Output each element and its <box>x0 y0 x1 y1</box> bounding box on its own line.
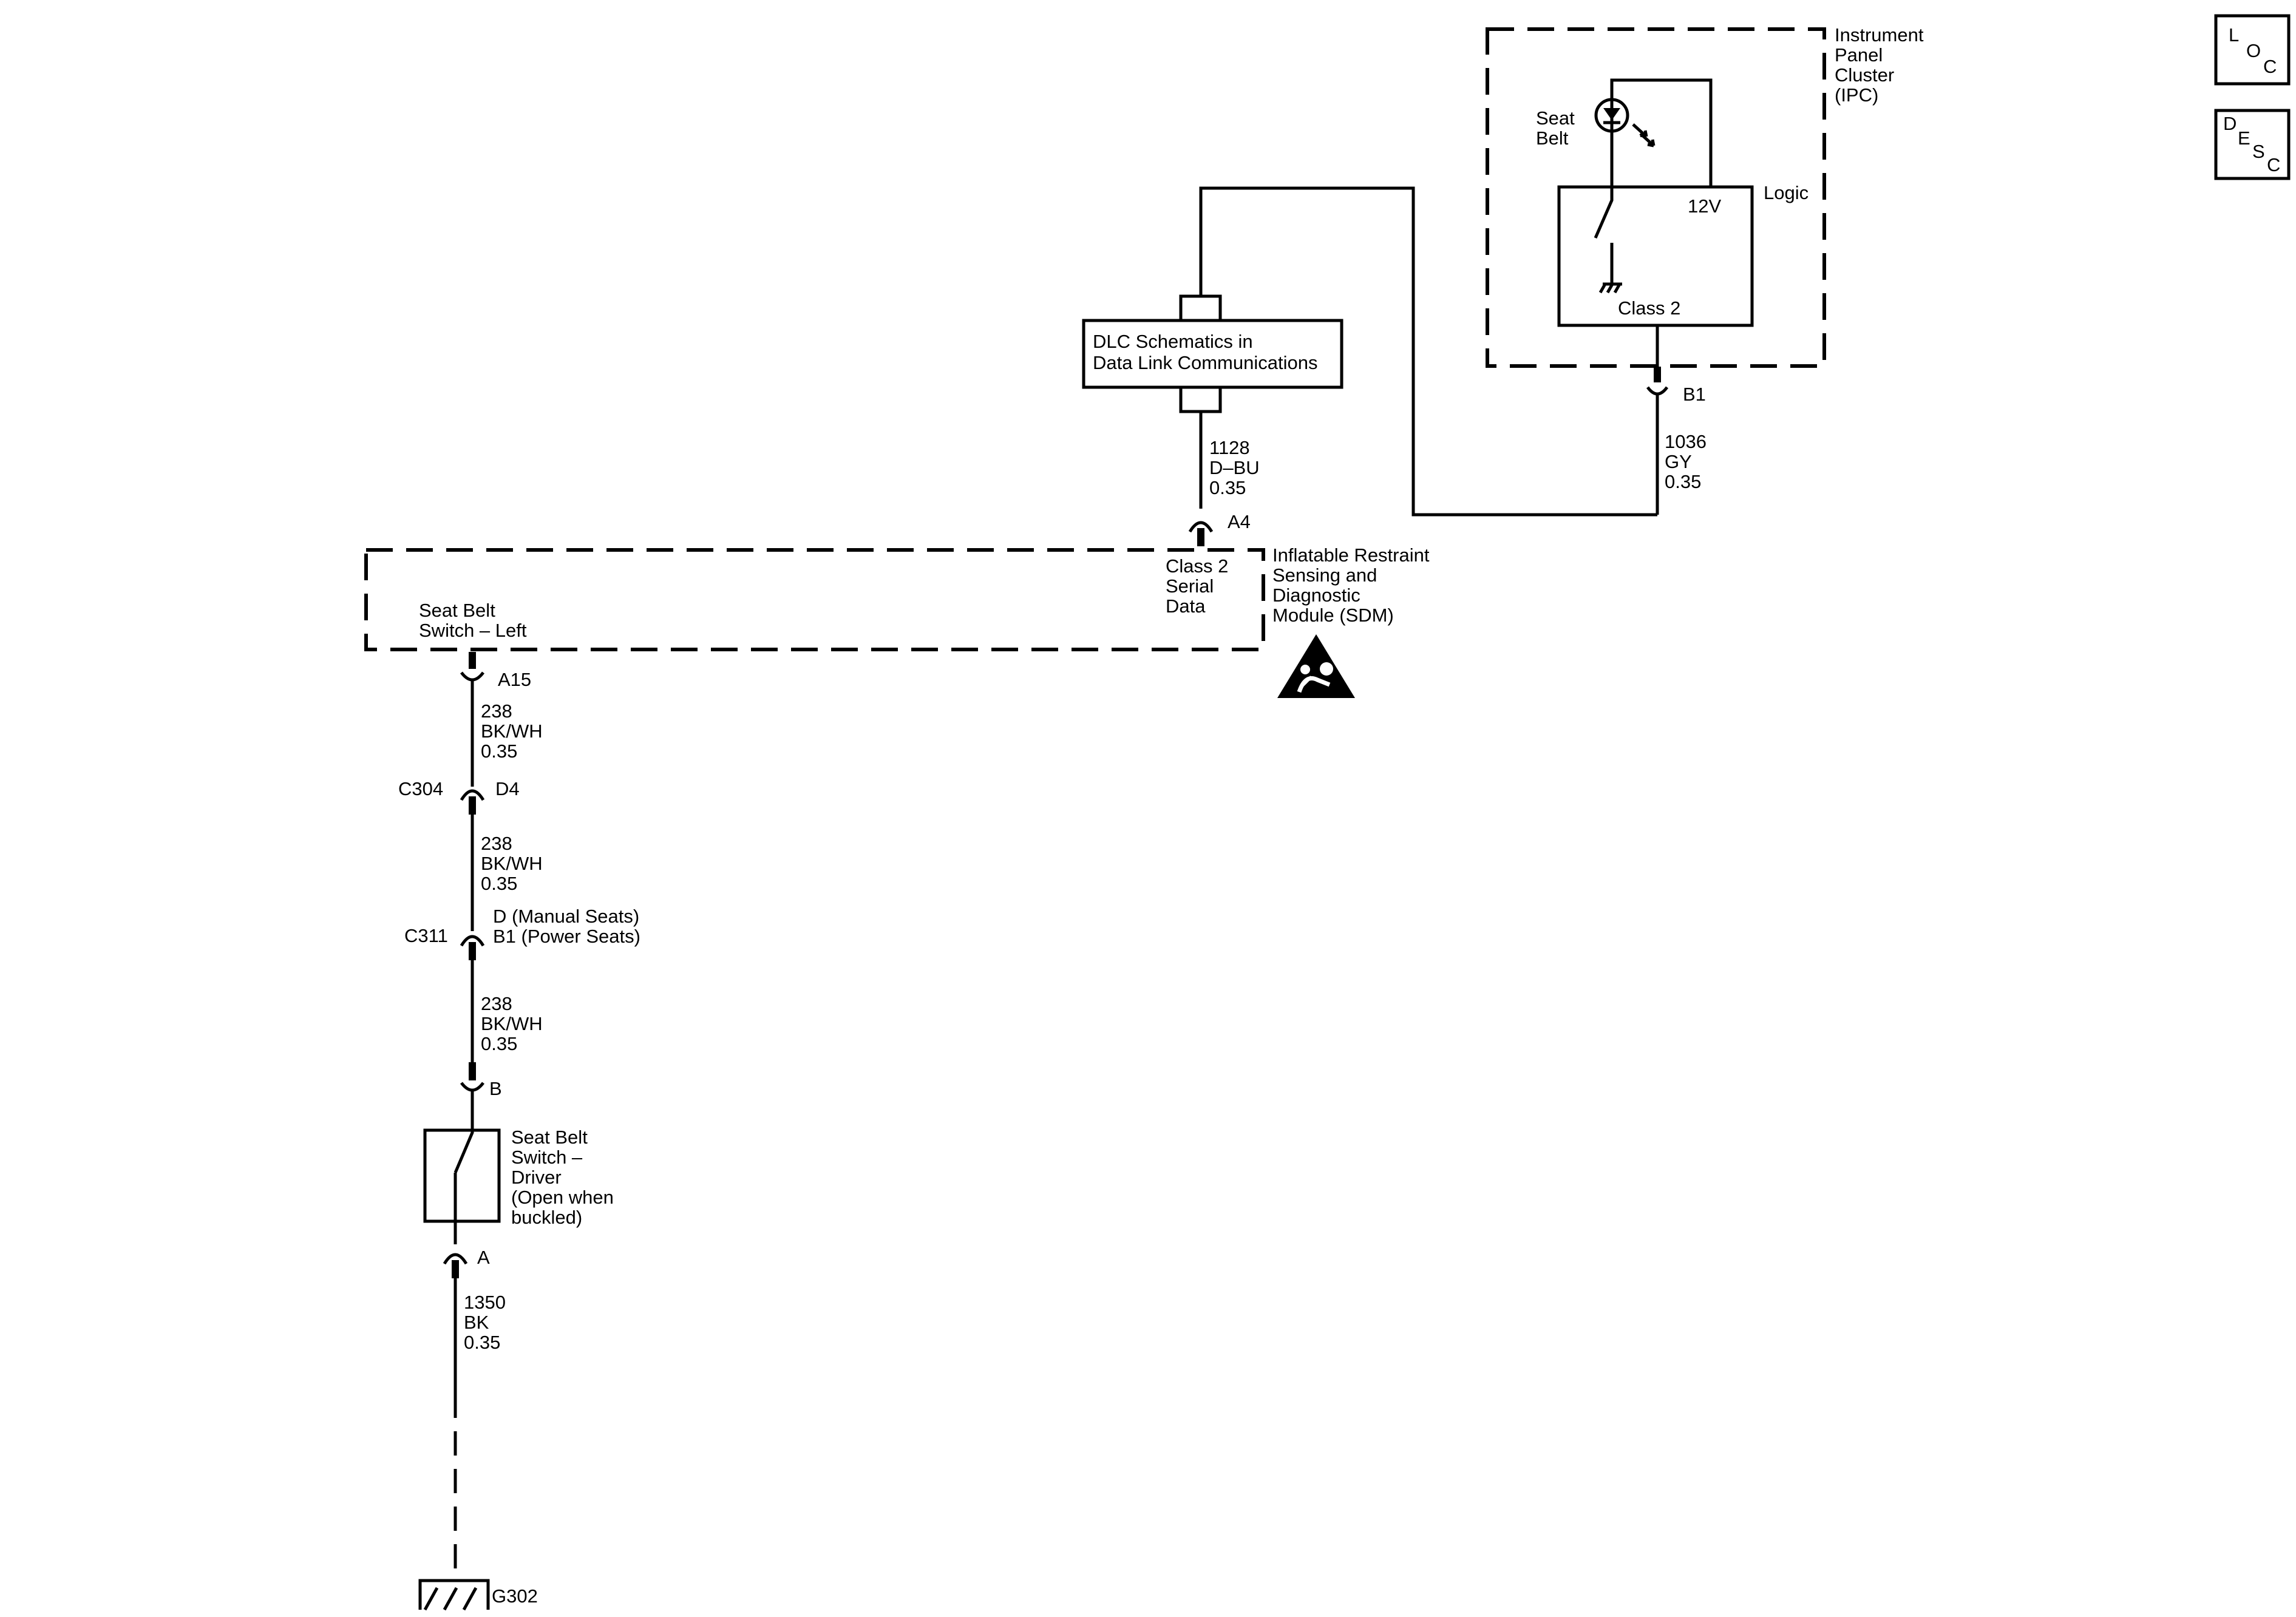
switch-pin-a: A <box>477 1247 490 1268</box>
wire-1128-label: 1128 D–BU 0.35 <box>1209 437 1265 498</box>
logic-label: Logic <box>1764 182 1809 203</box>
c304-name: C304 <box>398 778 443 799</box>
dlc-link-text[interactable]: DLC Schematics in Data Link Communicatio… <box>1093 331 1317 373</box>
svg-text:D: D <box>2223 113 2237 134</box>
svg-text:S: S <box>2252 141 2265 162</box>
dlc-reference-box[interactable]: DLC Schematics in Data Link Communicatio… <box>1082 294 1343 413</box>
c311-pins: D (Manual Seats) B1 (Power Seats) <box>493 906 645 947</box>
sdm-connector-a15 <box>460 652 484 682</box>
c304-pin: D4 <box>495 778 520 799</box>
switch-connector-b <box>460 1062 484 1092</box>
ipc-connector-b1 <box>1646 367 1669 396</box>
switch-connector-a <box>443 1253 468 1278</box>
airbag-warning-icon <box>1277 634 1355 698</box>
ground-icon <box>418 1579 490 1611</box>
wire-1350-label: 1350 BK 0.35 <box>464 1292 511 1353</box>
svg-text:O: O <box>2246 40 2261 61</box>
ipc-internal-switch <box>1594 131 1614 284</box>
svg-text:C: C <box>2263 56 2277 77</box>
class2-label: Class 2 <box>1618 297 1680 319</box>
lamp-label: Seat Belt <box>1536 107 1580 149</box>
svg-text:C: C <box>2267 154 2280 175</box>
sdm-boundary <box>364 548 1265 651</box>
c311-name: C311 <box>404 925 448 946</box>
svg-text:L: L <box>2229 24 2239 46</box>
switch-name: Seat Belt Switch – Driver (Open when buc… <box>511 1127 619 1228</box>
ipc-name: Instrument Panel Cluster (IPC) <box>1835 24 1929 106</box>
sdm-pin-a4: A4 <box>1228 511 1251 532</box>
wire-238-b-label: 238 BK/WH 0.35 <box>481 833 548 894</box>
logic-box <box>1557 185 1754 327</box>
serial-data-label: Class 2 Serial Data <box>1166 555 1234 617</box>
ipc-pin-b1: B1 <box>1683 384 1706 405</box>
connector-c304 <box>460 789 485 815</box>
ground-name: G302 <box>492 1585 538 1607</box>
voltage-label: 12V <box>1688 195 1721 217</box>
desc-button[interactable]: D E S C <box>2214 109 2291 180</box>
sdm-module: Class 2 Serial Data Inflatable Restraint… <box>364 544 1435 698</box>
connector-c311 <box>460 935 485 960</box>
seat-belt-switch-driver <box>423 1090 501 1223</box>
sdm-connector-a4 <box>1188 521 1214 546</box>
wire-238-c-label: 238 BK/WH 0.35 <box>481 993 548 1054</box>
seat-belt-lamp-icon <box>1594 98 1656 147</box>
sdm-pin-a15: A15 <box>498 669 531 690</box>
seat-belt-switch-left: Seat Belt Switch – Left <box>419 600 527 641</box>
class2-bus-wire <box>1199 186 1657 517</box>
svg-text:E: E <box>2238 127 2250 149</box>
ipc-module: Instrument Panel Cluster (IPC) Seat Belt… <box>1486 24 1929 369</box>
loc-button[interactable]: L O C <box>2214 14 2291 86</box>
lamp-feed-wire <box>1610 78 1713 188</box>
wire-1036-label: 1036 GY 0.35 <box>1665 431 1712 492</box>
wire-238-a-label: 238 BK/WH 0.35 <box>481 700 548 762</box>
sdm-name: Inflatable Restraint Sensing and Diagnos… <box>1272 544 1435 626</box>
chassis-ground-icon <box>1598 282 1622 294</box>
switch-pin-b: B <box>489 1078 502 1099</box>
